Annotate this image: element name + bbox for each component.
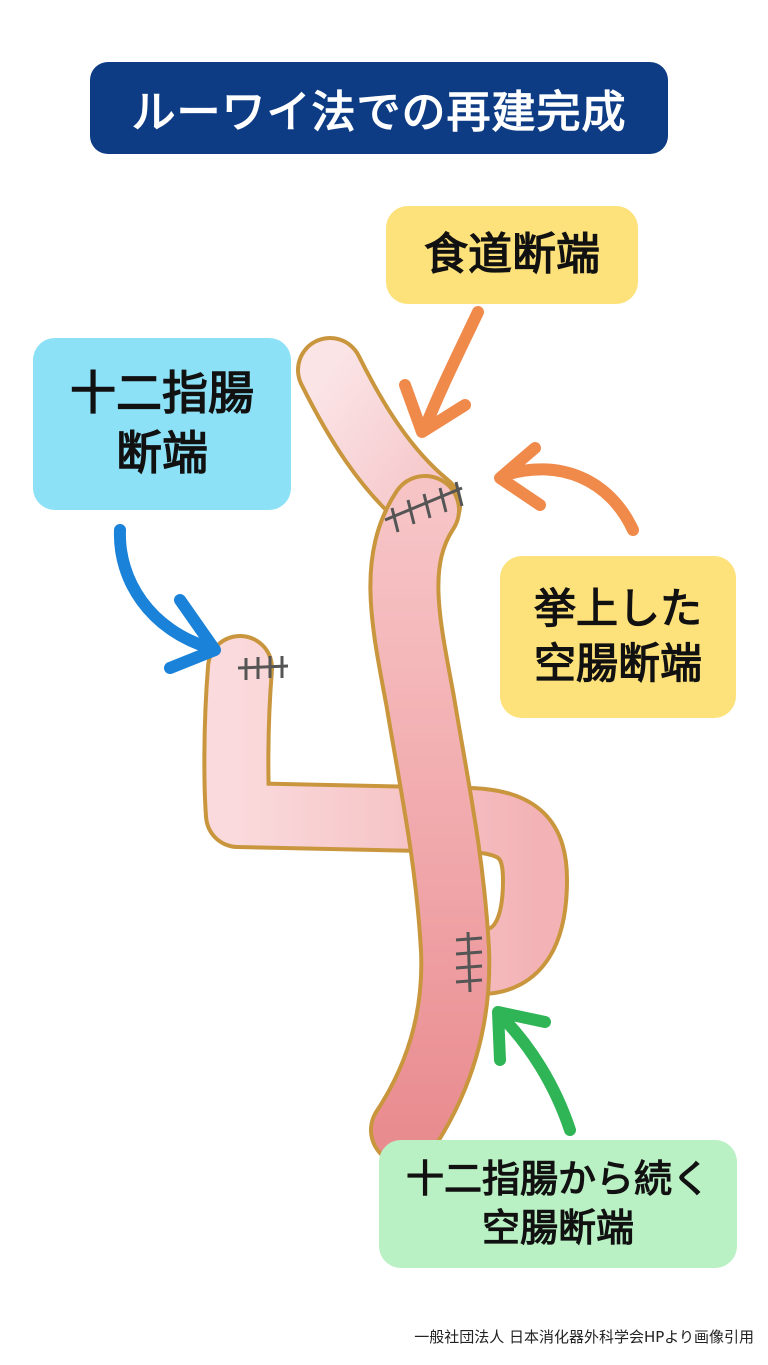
label-jejunum-from-duodenum: 十二指腸から続く 空腸断端 xyxy=(379,1140,737,1268)
arrow-to-continued-jejunum-end xyxy=(492,1006,576,1136)
label-raised-jejunum-end-line2: 空腸断端 xyxy=(533,639,702,688)
diagram-title: ルーワイ法での再建完成 xyxy=(90,62,668,154)
arrow-to-esophagus-end xyxy=(399,306,484,438)
raised-jejunum xyxy=(368,474,492,1166)
label-jejunum-from-duodenum-line2: 空腸断端 xyxy=(481,1206,634,1250)
label-duodenum-end-line2: 断端 xyxy=(116,426,208,480)
arrow-to-duodenal-stump xyxy=(113,524,221,674)
label-jejunum-from-duodenum-line1: 十二指腸から続く xyxy=(405,1156,710,1201)
jejunal-loop xyxy=(202,634,569,996)
label-raised-jejunum-end: 挙上した 空腸断端 xyxy=(500,556,736,718)
label-duodenum-end: 十二指腸 断端 xyxy=(33,338,291,510)
label-raised-jejunum-end-line1: 挙上した xyxy=(533,584,702,634)
image-credit: 一般社団法人 日本消化器外科学会HPより画像引用 xyxy=(414,1328,754,1346)
staple-line-duodenal-stump xyxy=(237,656,289,680)
label-duodenum-end-line1: 十二指腸 xyxy=(70,366,254,421)
label-esophagus-end: 食道断端 xyxy=(386,206,638,304)
staple-line-esophagojejunal xyxy=(384,481,464,533)
label-esophagus-end-text: 食道断端 xyxy=(424,229,600,281)
arrow-to-raised-jejunum-end xyxy=(494,442,639,536)
staple-line-jejunojejunal xyxy=(455,931,483,993)
